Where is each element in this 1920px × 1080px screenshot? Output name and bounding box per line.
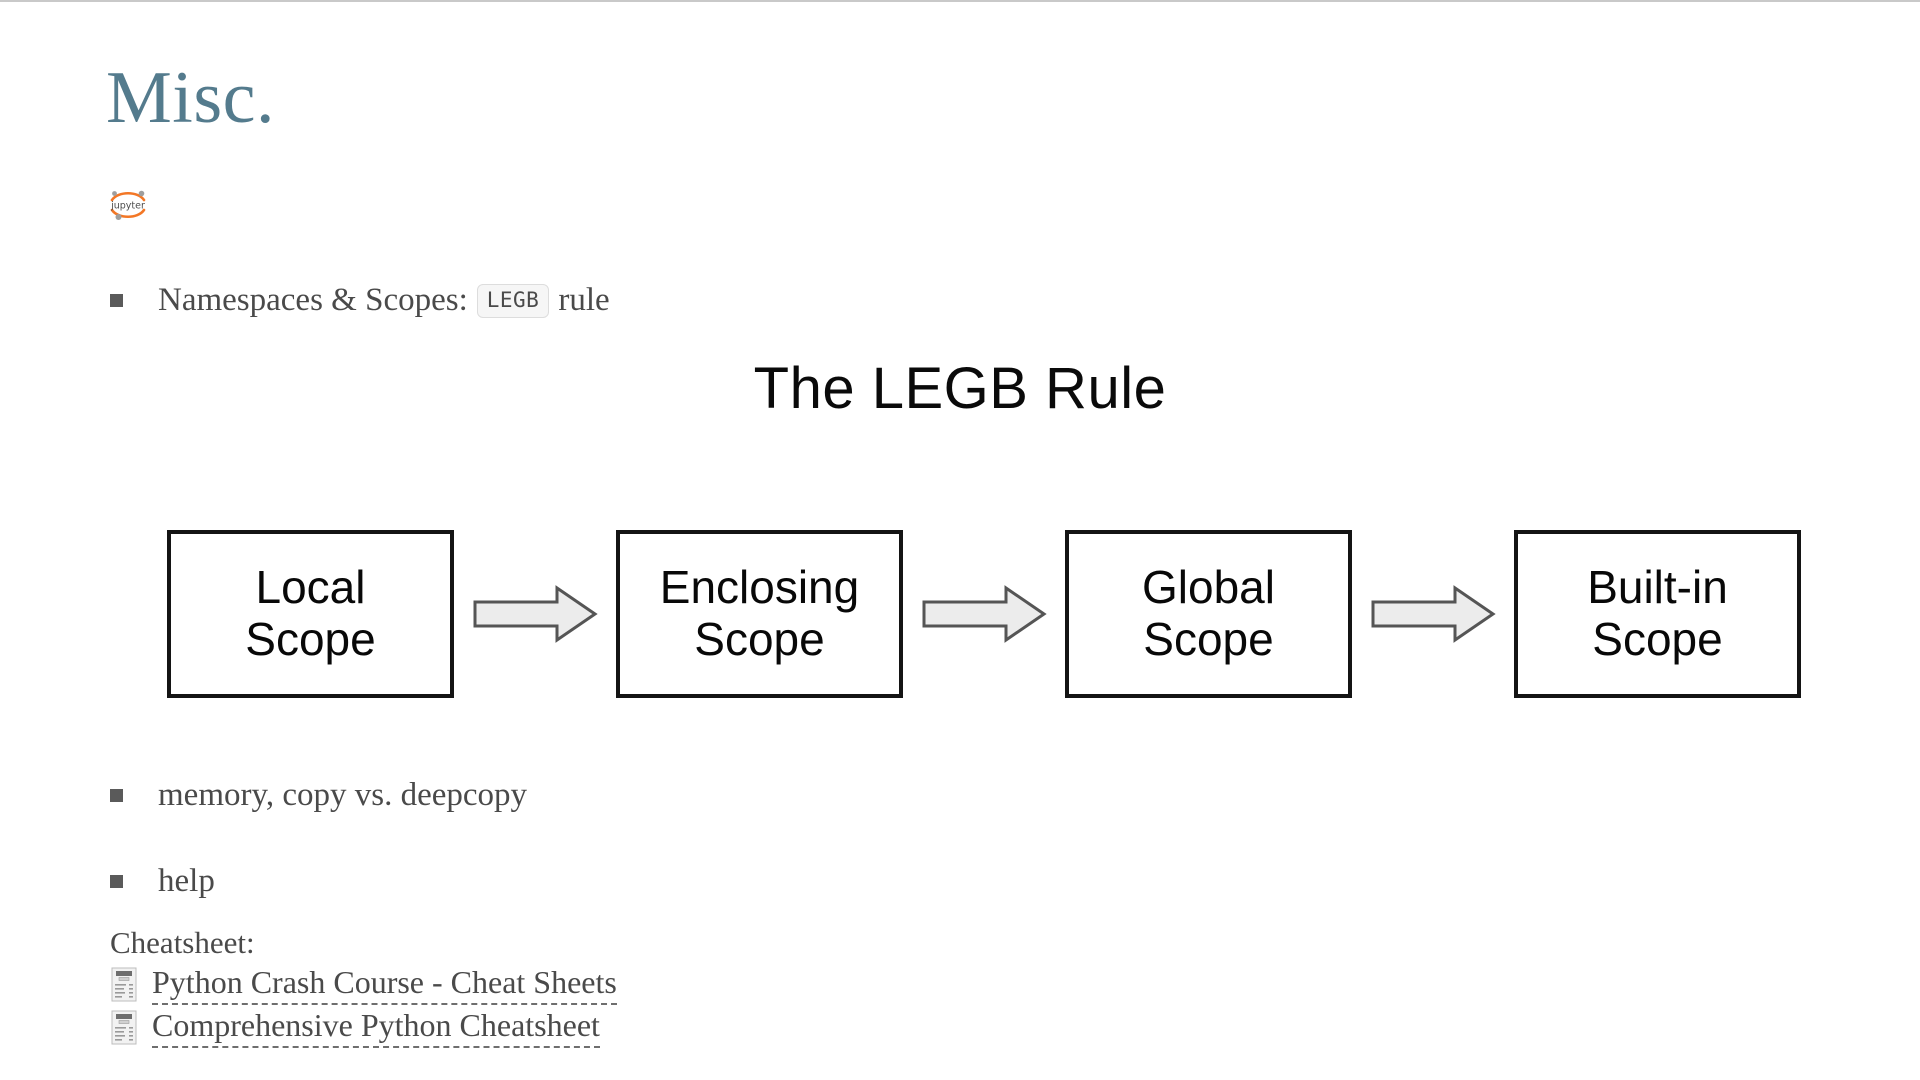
- cheatsheet-link-row: Comprehensive Python Cheatsheet: [110, 1007, 617, 1048]
- receipt-icon: [111, 1010, 137, 1044]
- scope-box-enclosing: Enclosing Scope: [616, 529, 903, 698]
- bullet-item-memory: memory, copy vs. deepcopy: [110, 777, 527, 814]
- bullet-text-after: rule: [558, 282, 610, 318]
- bullet-item-memory-text: memory, copy vs. deepcopy: [158, 777, 528, 813]
- slide-top-divider: [0, 0, 1920, 2]
- cheatsheet-link-row: Python Crash Course - Cheat Sheets: [110, 964, 617, 1005]
- scope-box-builtin-line1: Built-in: [1587, 560, 1728, 613]
- bullet-item-help-text: help: [158, 863, 215, 899]
- cheatsheet-link-python-crash-course[interactable]: Python Crash Course - Cheat Sheets: [152, 964, 617, 1005]
- scope-box-global-line2: Scope: [1143, 612, 1274, 665]
- svg-text:jupyter: jupyter: [110, 201, 145, 212]
- jupyter-logo: jupyter: [104, 186, 152, 222]
- cheatsheet-label: Cheatsheet:: [110, 925, 255, 960]
- legb-diagram: The LEGB Rule Local Scope Enclosing Scop…: [0, 355, 1920, 700]
- square-bullet-icon: [110, 789, 123, 802]
- page-title: Misc.: [106, 57, 275, 139]
- code-badge-legb: LEGB: [476, 283, 550, 318]
- scope-box-builtin-line2: Scope: [1592, 612, 1723, 665]
- legb-flow: Local Scope Enclosing Scope Global Scope: [167, 527, 1801, 700]
- legb-diagram-title: The LEGB Rule: [753, 356, 1167, 421]
- square-bullet-icon: [110, 294, 123, 307]
- right-arrow-icon: [473, 584, 598, 643]
- scope-box-local: Local Scope: [167, 529, 454, 698]
- right-arrow-icon: [922, 584, 1047, 643]
- scope-box-enclosing-line2: Scope: [694, 612, 825, 665]
- scope-box-local-line2: Scope: [245, 612, 376, 665]
- cheatsheet-link-comprehensive-python[interactable]: Comprehensive Python Cheatsheet: [152, 1007, 600, 1048]
- scope-box-enclosing-line1: Enclosing: [659, 560, 860, 613]
- bullet-item-help: help: [110, 863, 215, 900]
- cheatsheet-section: Cheatsheet: Python Crash Course - Cheat …: [110, 925, 617, 1048]
- bullet-text-before: Namespaces & Scopes:: [158, 282, 468, 318]
- bullet-item-namespaces: Namespaces & Scopes: LEGB rule: [110, 282, 610, 319]
- right-arrow-icon: [1371, 584, 1496, 643]
- scope-box-local-line1: Local: [255, 560, 366, 613]
- scope-box-global: Global Scope: [1065, 529, 1352, 698]
- scope-box-builtin: Built-in Scope: [1514, 529, 1801, 698]
- square-bullet-icon: [110, 875, 123, 888]
- receipt-icon: [111, 967, 137, 1001]
- scope-box-global-line1: Global: [1142, 560, 1275, 613]
- bullet-item-namespaces-text: Namespaces & Scopes: LEGB rule: [158, 282, 610, 319]
